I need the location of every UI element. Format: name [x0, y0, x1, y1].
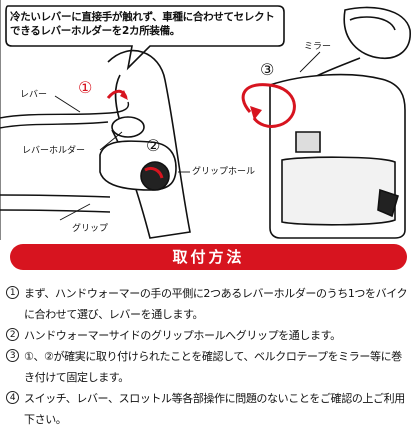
section-banner: 取付方法	[10, 244, 407, 270]
step-number: 4	[6, 391, 19, 404]
label-lever-holder: レバーホルダー	[22, 146, 86, 156]
arrow-3	[241, 83, 296, 128]
step-2: 2 ハンドウォーマーサイドのグリップホールへグリップを通します。	[6, 325, 410, 346]
step-text: ハンドウォーマーサイドのグリップホールへグリップを通します。	[24, 329, 341, 342]
callout-text: 冷たいレバーに直接手が触れず、車種に合わせてセレクトできるレバーホルダーを2カ所…	[10, 11, 275, 37]
step-4: 4 スイッチ、レバー、スロットル等各部操作に問題のないことをご確認の上ご利用下さ…	[6, 388, 410, 430]
label-grip: グリップ	[72, 224, 109, 234]
callout-bubble	[5, 5, 285, 71]
step-text: スイッチ、レバー、スロットル等各部操作に問題のないことをご確認の上ご利用下さい。	[24, 392, 405, 426]
label-mirror: ミラー	[304, 42, 332, 52]
marker-2: ②	[146, 136, 161, 155]
lever-drawing	[0, 101, 130, 129]
label-grip-hole: グリップホール	[192, 167, 256, 177]
mirror-drawing	[269, 6, 411, 239]
installation-steps: 1 まず、ハンドウォーマーの手の平側に2つあるレバーホルダーのうち1つをバイクに…	[6, 283, 410, 430]
installation-illustration	[0, 0, 411, 240]
step-text: ①、②が確実に取り付けられたことを確認して、ベルクロテープをミラー等に巻き付けて…	[24, 350, 402, 384]
step-text: まず、ハンドウォーマーの手の平側に2つあるレバーホルダーのうち1つをバイクに合わ…	[24, 287, 408, 321]
step-number: 1	[6, 286, 19, 299]
label-lever: レバー	[20, 90, 48, 100]
section-title: 取付方法	[172, 248, 245, 266]
step-1: 1 まず、ハンドウォーマーの手の平側に2つあるレバーホルダーのうち1つをバイクに…	[6, 283, 410, 325]
marker-1: ①	[78, 78, 93, 97]
grip-drawing	[0, 194, 111, 213]
arrow-2	[144, 166, 164, 179]
marker-3: ③	[260, 60, 275, 79]
handwarmer-drawing	[99, 49, 191, 239]
step-number: 3	[6, 349, 19, 362]
step-number: 2	[6, 328, 19, 341]
step-3: 3 ①、②が確実に取り付けられたことを確認して、ベルクロテープをミラー等に巻き付…	[6, 346, 410, 388]
